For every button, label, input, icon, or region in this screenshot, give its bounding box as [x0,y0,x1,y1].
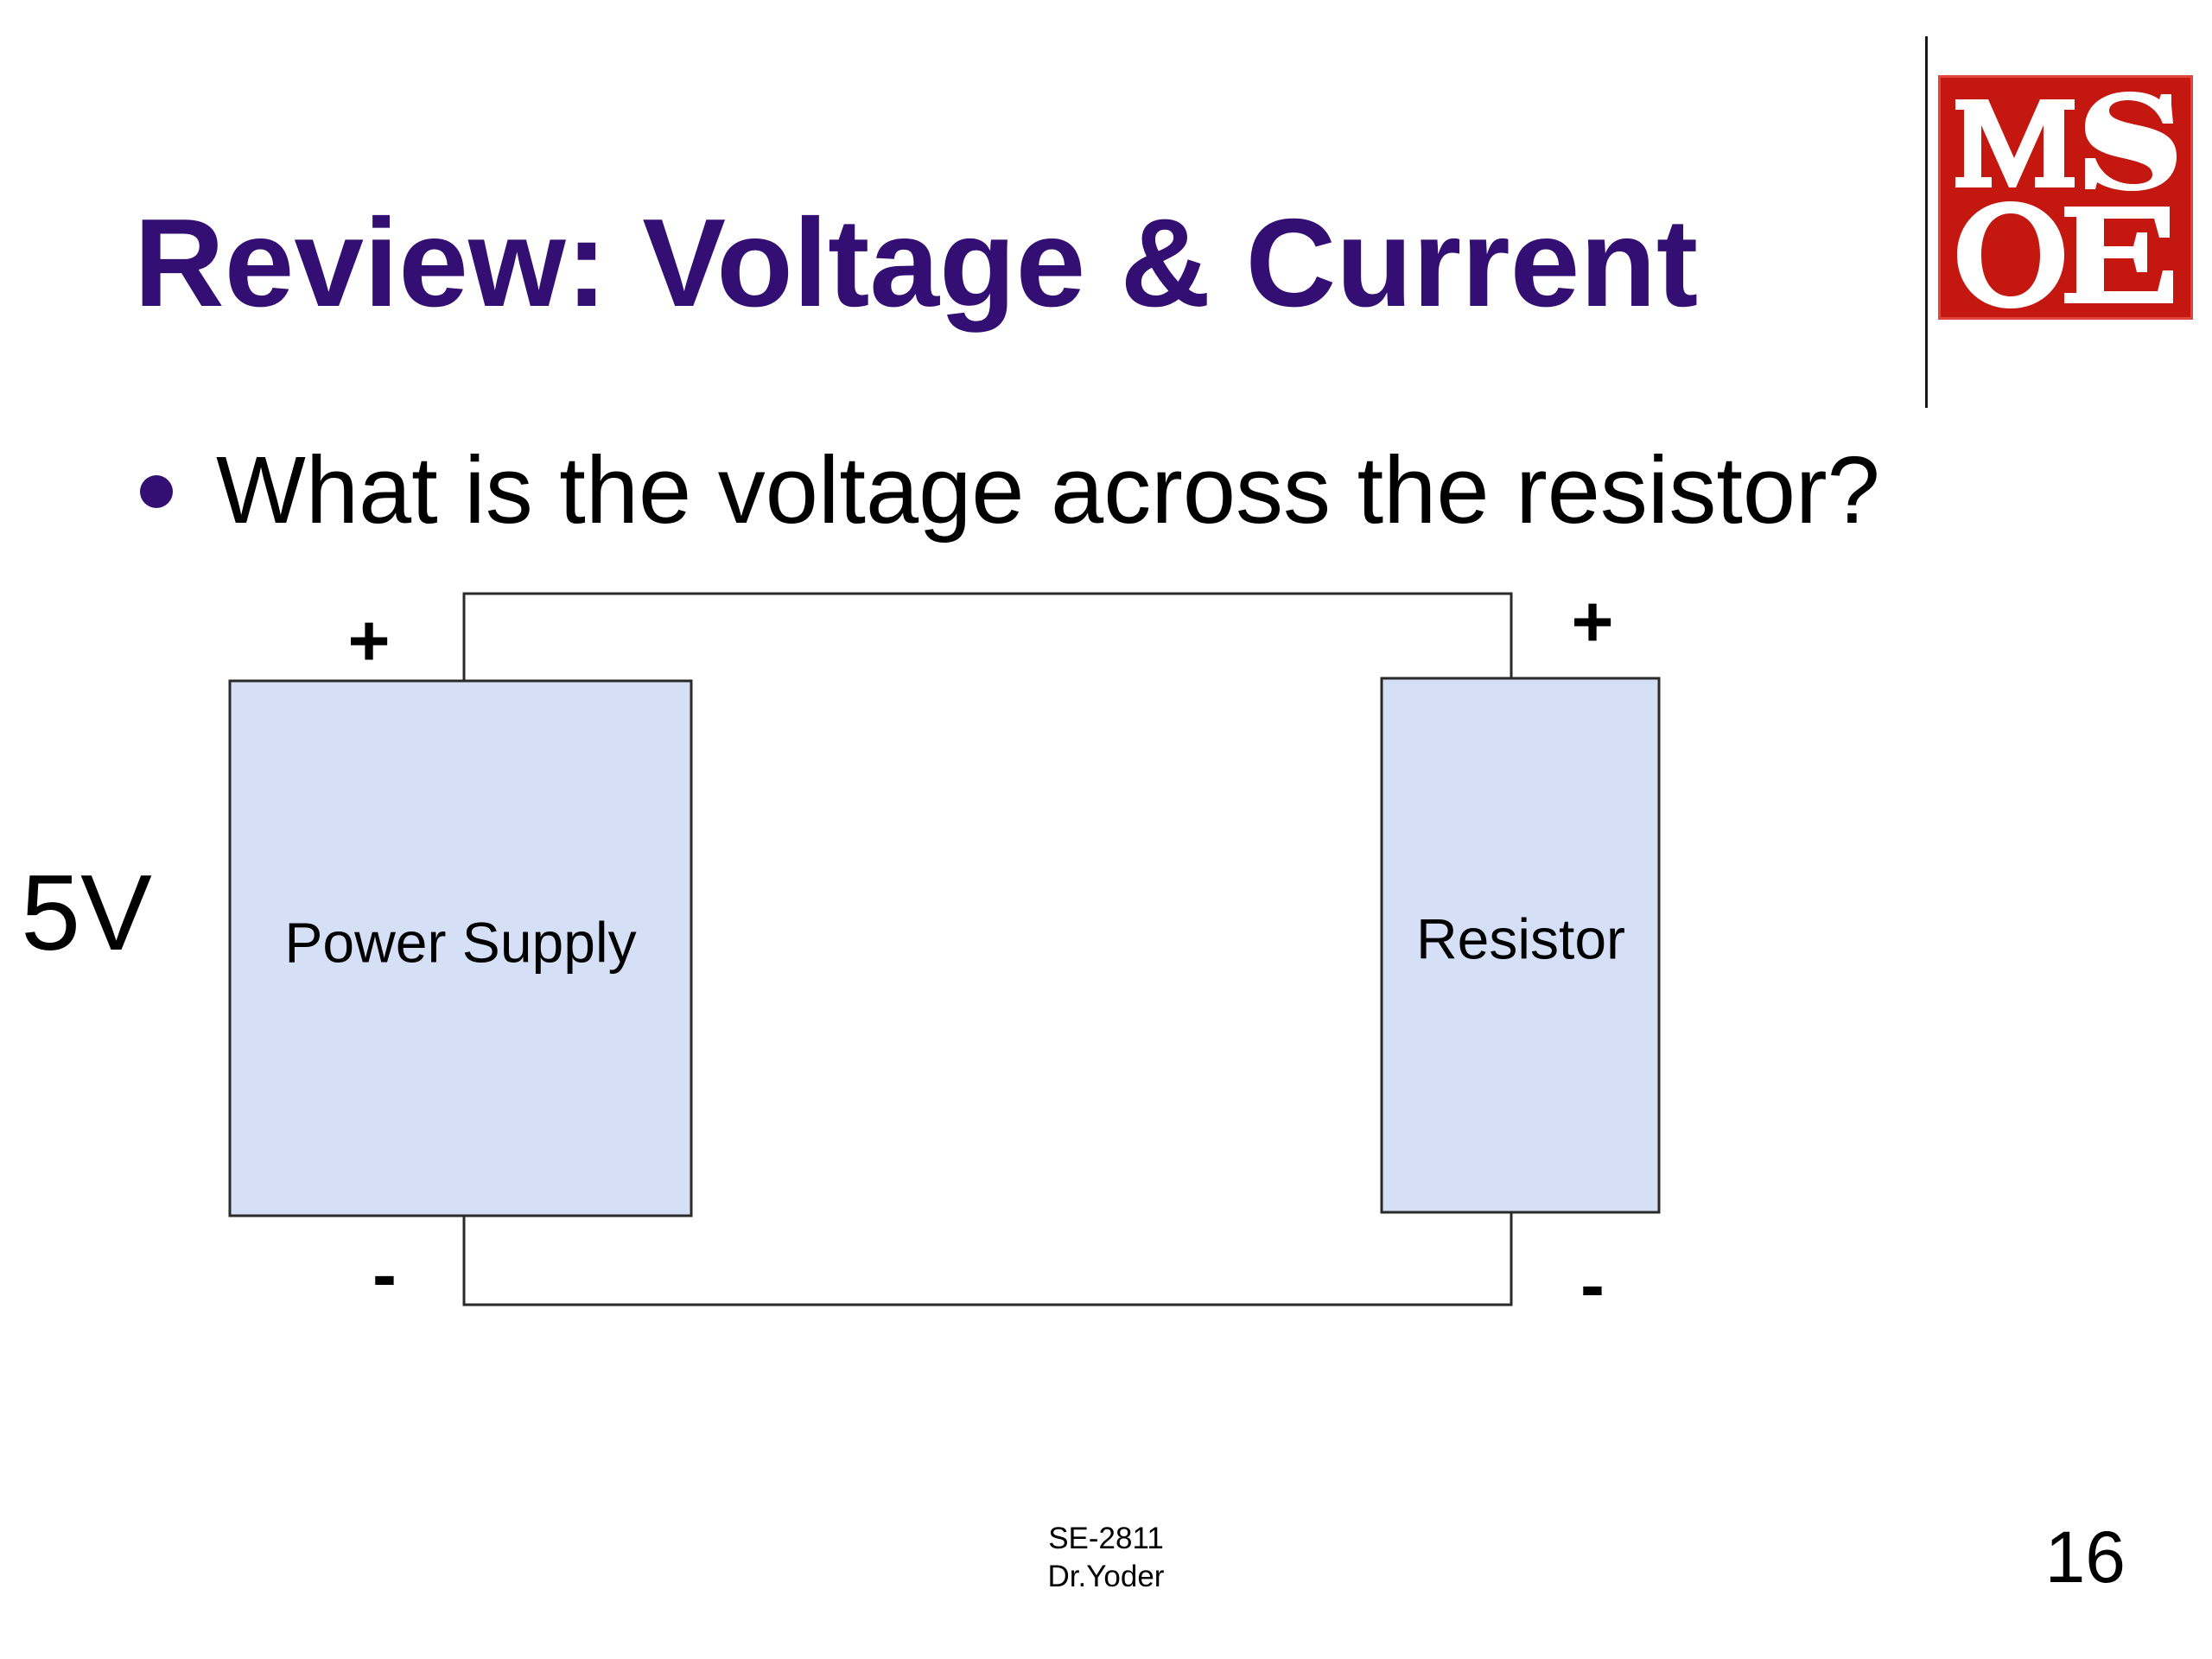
top-wire [462,592,1513,681]
resistor-label: Resistor [1416,906,1625,970]
footer-instructor: Dr.Yoder [1047,1560,1165,1593]
bullet-text: What is the voltage across the resistor? [216,437,1880,543]
slide-title: Review: Voltage & Current [134,193,1699,333]
resistor-plus-sign: + [1571,581,1613,662]
resistor-minus-sign: - [1580,1244,1605,1325]
resistor-box [1380,677,1661,1214]
bullet-dot [140,475,173,508]
power-supply-minus-sign: - [372,1234,397,1315]
power-supply-box [228,679,693,1217]
footer-course-code: SE-2811 [1048,1522,1164,1555]
logo-divider [1925,36,1928,408]
msoe-logo [1938,75,2193,320]
source-voltage-label: 5V [21,854,152,973]
power-supply-label: Power Supply [284,910,636,974]
bottom-wire [462,1212,1513,1306]
power-supply-plus-sign: + [347,600,390,681]
msoe-logo-graphic [1955,92,2177,308]
page-number: 16 [2044,1516,2126,1598]
